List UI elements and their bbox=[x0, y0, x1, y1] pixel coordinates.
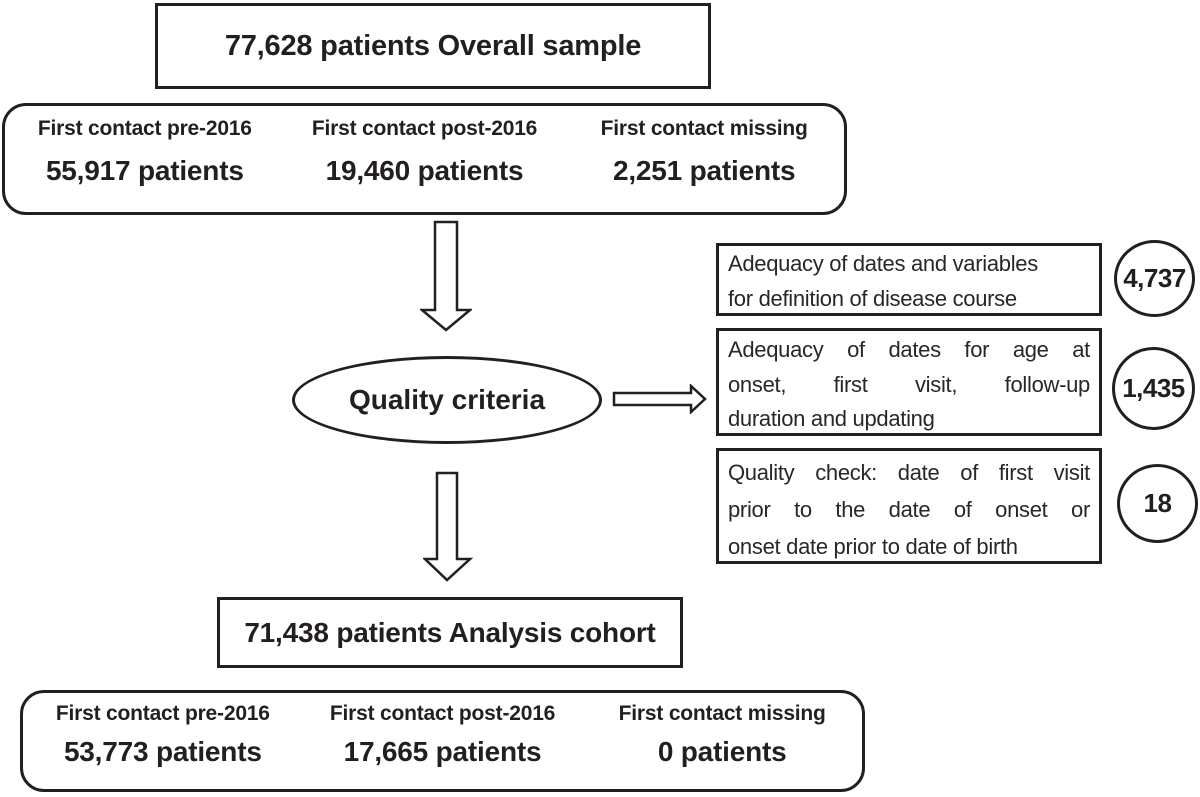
exclusion-count: 18 bbox=[1143, 488, 1172, 518]
arrow-down-icon bbox=[420, 220, 472, 332]
exclusion-text-line: duration and updating bbox=[728, 406, 935, 431]
exclusion-text-line: Adequacy of dates for age at bbox=[728, 337, 1090, 362]
column-header: First contact post-2016 bbox=[329, 702, 556, 725]
post-filter-column-missing: First contact missing 0 patients bbox=[582, 693, 862, 789]
column-value: 55,917 patients bbox=[45, 155, 244, 186]
exclusion-count: 4,737 bbox=[1123, 263, 1186, 293]
quality-criteria-label: Quality criteria bbox=[348, 384, 546, 415]
exclusion-box-disease-course: Adequacy of dates and variables for defi… bbox=[716, 243, 1102, 316]
column-header: First contact pre-2016 bbox=[55, 702, 270, 725]
post-filter-breakdown-box: First contact pre-2016 53,773 patients F… bbox=[20, 690, 865, 792]
exclusion-text-line: onset, first visit, follow-up bbox=[728, 371, 1090, 397]
column-header: First contact missing bbox=[618, 702, 826, 725]
pre-filter-column-pre2016: First contact pre-2016 55,917 patients bbox=[5, 106, 285, 212]
column-value: 17,665 patients bbox=[343, 736, 542, 767]
column-value: 53,773 patients bbox=[63, 736, 262, 767]
column-header: First contact missing bbox=[600, 117, 808, 140]
column-value: 0 patients bbox=[657, 736, 787, 767]
column-value: 19,460 patients bbox=[325, 155, 524, 186]
arrow-down-icon bbox=[423, 471, 473, 582]
exclusion-count-circle: 1,435 bbox=[1112, 347, 1195, 430]
exclusion-box-quality-check: Quality check: date of first visit prior… bbox=[716, 448, 1102, 564]
exclusion-text-line: prior to the date of onset or bbox=[728, 497, 1090, 522]
pre-filter-column-missing: First contact missing 2,251 patients bbox=[564, 106, 844, 212]
pre-filter-column-post2016: First contact post-2016 19,460 patients bbox=[285, 106, 565, 212]
post-filter-column-pre2016: First contact pre-2016 53,773 patients bbox=[23, 693, 303, 789]
exclusion-count-circle: 4,737 bbox=[1114, 240, 1195, 317]
quality-criteria-ellipse: Quality criteria bbox=[292, 356, 602, 444]
post-filter-column-post2016: First contact post-2016 17,665 patients bbox=[303, 693, 583, 789]
analysis-cohort-label: 71,438 patients Analysis cohort bbox=[244, 616, 656, 648]
overall-sample-label: 77,628 patients Overall sample bbox=[224, 29, 642, 62]
exclusion-count: 1,435 bbox=[1122, 373, 1185, 403]
exclusion-text-line: for definition of disease course bbox=[728, 285, 1017, 311]
exclusion-text-line: onset date prior to date of birth bbox=[728, 534, 1018, 559]
exclusion-text-line: Quality check: date of first visit bbox=[728, 460, 1090, 485]
exclusion-text-line: Adequacy of dates and variables bbox=[728, 251, 1038, 276]
arrow-right-icon bbox=[612, 384, 707, 414]
exclusion-count-circle: 18 bbox=[1117, 464, 1198, 543]
overall-sample-box: 77,628 patients Overall sample bbox=[155, 3, 711, 89]
analysis-cohort-box: 71,438 patients Analysis cohort bbox=[217, 597, 683, 668]
column-header: First contact pre-2016 bbox=[37, 117, 252, 140]
exclusion-box-dates-adequacy: Adequacy of dates for age at onset, firs… bbox=[716, 328, 1102, 436]
pre-filter-breakdown-box: First contact pre-2016 55,917 patients F… bbox=[2, 103, 847, 215]
column-header: First contact post-2016 bbox=[311, 117, 538, 140]
column-value: 2,251 patients bbox=[612, 155, 796, 186]
